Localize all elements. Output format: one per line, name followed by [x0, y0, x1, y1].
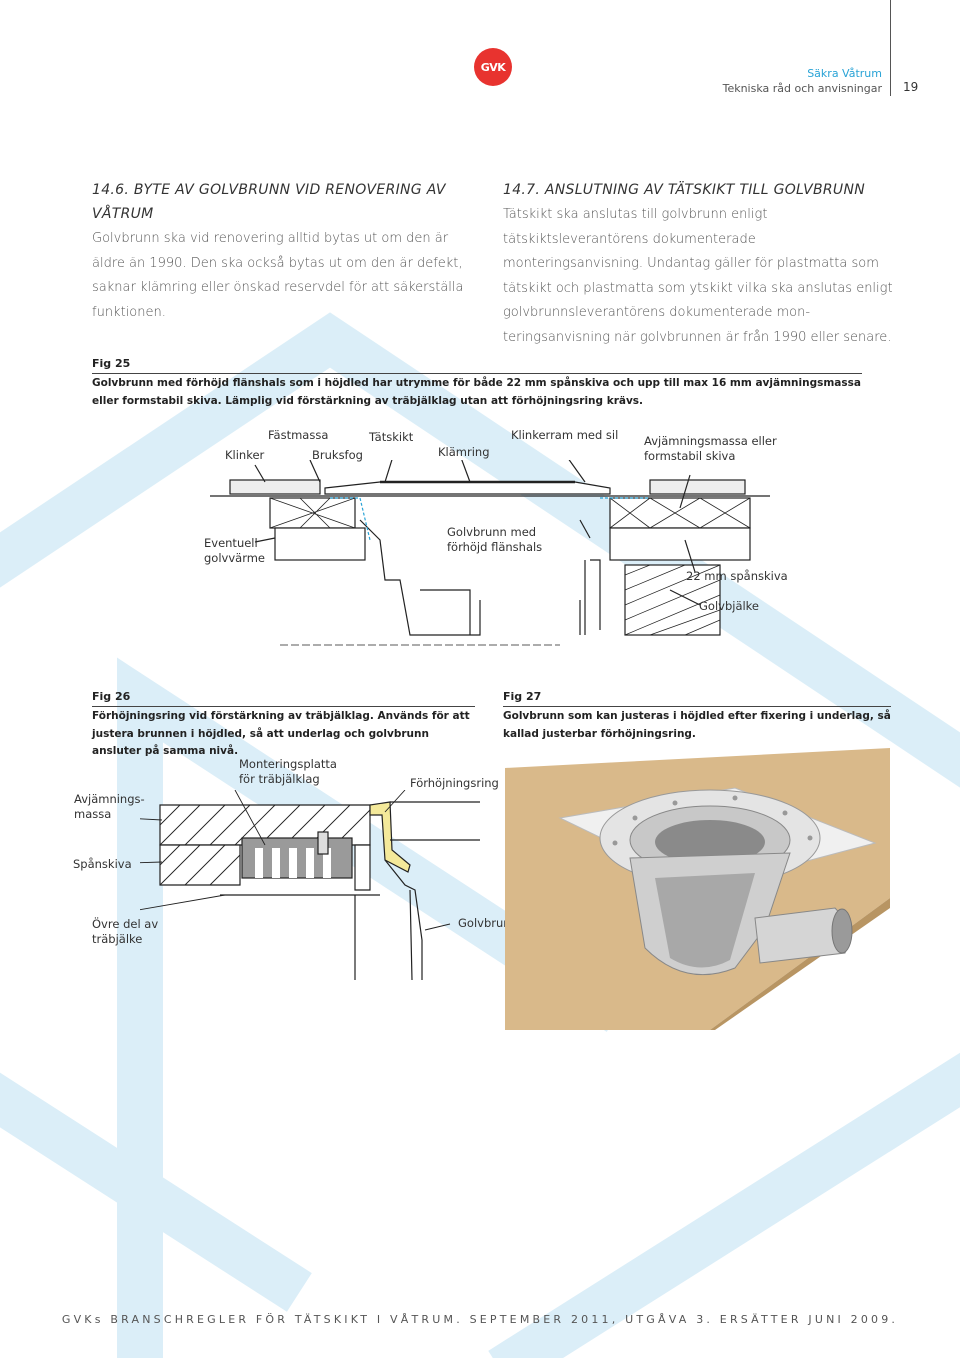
section-14-7-heading: 14.7. ANSLUTNING AV TÄTSKIKT TILL GOLVBR…	[503, 182, 866, 198]
fig25-caption-block: Fig 25 Golvbrunn med förhöjd flänshals s…	[92, 357, 862, 410]
fig27-rule	[503, 706, 891, 707]
fig26-caption-block: Fig 26 Förhöjningsring vid förstärkning …	[92, 690, 475, 761]
fig25-label-golvbrunn: Golvbrunn med förhöjd flänshals	[447, 525, 543, 554]
section-14-7-body: Tätskikt ska anslutas till golvbrunn enl…	[503, 207, 893, 345]
fig27-caption-block: Fig 27 Golvbrunn som kan justeras i höjd…	[503, 690, 891, 743]
fig25-rule	[92, 373, 862, 374]
fig25-label-eventuell: Eventuell golvvärme	[204, 536, 265, 565]
header-title: Säkra Våtrum	[807, 67, 882, 80]
section-14-6-body: Golvbrunn ska vid renovering alltid byta…	[92, 231, 464, 320]
section-14-6-heading-line1: 14.6. BYTE AV GOLVBRUNN VID RENOVERING A…	[92, 182, 446, 198]
fig25-label-avjamning: Avjämningsmassa eller formstabil skiva	[644, 434, 777, 463]
fig26-caption: Förhöjningsring vid förstärkning av träb…	[92, 710, 470, 757]
section-14-6-heading-line2: VÅTRUM	[92, 206, 154, 222]
fig25-label-klamring: Klämring	[438, 445, 490, 459]
fig27-caption: Golvbrunn som kan justeras i höjdled eft…	[503, 710, 891, 740]
fig26-label-spanskiva: Spånskiva	[73, 857, 132, 871]
header-subtitle: Tekniska råd och anvisningar	[722, 82, 882, 95]
fig26-label: Fig 26	[92, 690, 131, 703]
fig25-label-golvbjalke: Golvbjälke	[699, 599, 760, 613]
fig25-label-bruksfog: Bruksfog	[312, 448, 363, 462]
fig26-rule	[92, 706, 475, 707]
fig25-label-spanskiva: 22 mm spånskiva	[686, 569, 788, 583]
fig26-drawing	[140, 790, 480, 981]
fig25-label: Fig 25	[92, 357, 131, 370]
fig25-label-klinker: Klinker	[225, 448, 265, 462]
fig27-label: Fig 27	[503, 690, 542, 703]
fig26-label-avjamningsmassa: Avjämnings-massa	[74, 792, 145, 821]
fig25-label-fastmassa: Fästmassa	[268, 428, 329, 442]
fig25-caption: Golvbrunn med förhöjd flänshals som i hö…	[92, 377, 861, 407]
page-footer: GVKs BRANSCHREGLER FÖR TÄTSKIKT I VÅTRUM…	[61, 1313, 899, 1326]
page-number: 19	[903, 80, 919, 94]
section-14-7: 14.7. ANSLUTNING AV TÄTSKIKT TILL GOLVBR…	[503, 178, 895, 350]
section-14-6: 14.6. BYTE AV GOLVBRUNN VID RENOVERING A…	[92, 178, 484, 325]
fig26-label-monteringsplatta: Monteringsplatta för träbjälklag	[239, 757, 337, 786]
header-divider	[890, 0, 891, 96]
fig26-label-ovre-del: Övre del av träbjälke	[92, 917, 159, 946]
fig27-drain-image	[505, 748, 890, 1030]
fig25-label-klinkerram: Klinkerram med sil	[511, 428, 619, 442]
gvk-logo: GVK	[474, 48, 512, 86]
fig25-label-tatskikt: Tätskikt	[369, 430, 414, 444]
fig26-label-golvbrunn: Golvbrunn	[458, 916, 518, 930]
fig26-label-forhojningsring: Förhöjningsring	[410, 776, 499, 790]
fig25-drawing	[210, 460, 770, 646]
